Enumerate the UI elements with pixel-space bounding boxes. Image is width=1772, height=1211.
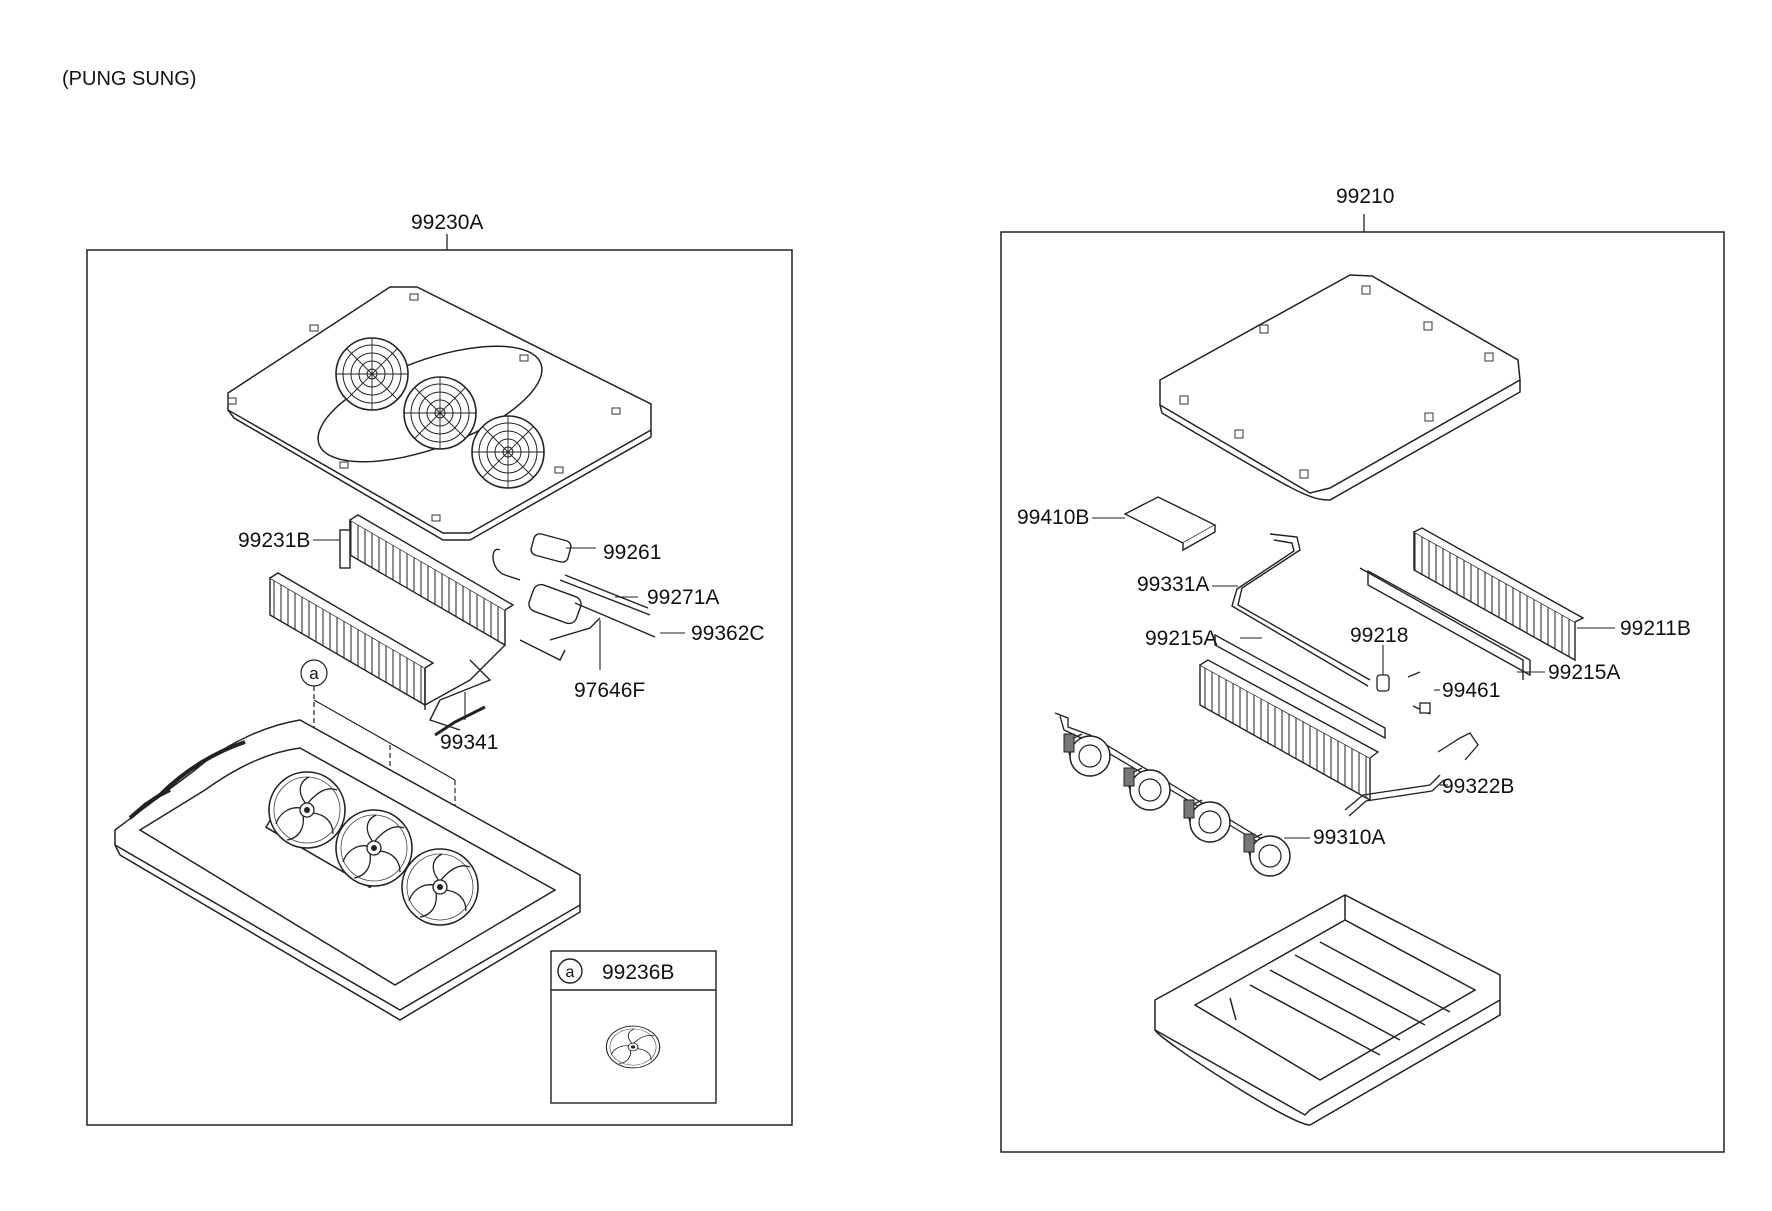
leader-lines-left: [313, 539, 685, 720]
fan-icon: [605, 1025, 661, 1069]
evaporator-coil: [1199, 633, 1386, 802]
callout-a: [300, 659, 456, 830]
part-label: 99322B: [1442, 775, 1515, 798]
part-label: 99261: [603, 541, 662, 564]
part-label: 99310A: [1313, 826, 1386, 849]
grill-icon: [335, 337, 409, 411]
receiver-drier: [429, 533, 656, 737]
inset-box: [550, 950, 717, 1104]
blower-icon: [1243, 833, 1291, 877]
part-label: 99410B: [1017, 506, 1090, 529]
blower-icon: [1123, 767, 1171, 811]
evaporator-coil: [1359, 527, 1585, 680]
grill-icon: [403, 376, 477, 450]
supplier-note: (PUNG SUNG): [62, 68, 197, 90]
blower-icon: [1183, 799, 1231, 843]
fan-icon: [401, 848, 479, 926]
part-label: 99215A: [1548, 661, 1621, 684]
evaporator-base: [1154, 894, 1501, 1126]
blower-icon: [1063, 733, 1111, 777]
right-assembly-frame: [1000, 214, 1725, 1153]
air-filter: [1123, 496, 1217, 552]
grill-icon: [471, 415, 545, 489]
condenser-coil: [269, 514, 515, 710]
inset-marker: a: [566, 964, 575, 981]
expansion-valve: [1376, 671, 1431, 715]
refrigerant-pipe: [1231, 533, 1371, 687]
leader-lines-right: [1092, 517, 1615, 839]
part-label: 99341: [440, 731, 499, 754]
part-label: 99211B: [1620, 617, 1691, 640]
part-label: 99271A: [647, 586, 720, 609]
evaporator-cover: [1159, 274, 1521, 501]
assembly-code-right: 99210: [1336, 185, 1395, 208]
part-label: 99362C: [691, 622, 765, 645]
left-assembly-frame: [86, 234, 793, 1126]
part-label: 99231B: [238, 529, 311, 552]
part-label: 99461: [1442, 679, 1501, 702]
part-label: 99215A: [1145, 627, 1218, 650]
assembly-code-left: 99230A: [411, 211, 484, 234]
fan-icon: [268, 771, 346, 849]
part-label: 97646F: [574, 679, 646, 702]
part-label: 99331A: [1137, 573, 1210, 596]
inset-part-label: 99236B: [602, 961, 675, 984]
suction-pipe: [1344, 732, 1479, 817]
fan-icon: [335, 809, 413, 887]
callout-marker-a: a: [309, 664, 319, 683]
part-label: 99218: [1350, 624, 1409, 647]
